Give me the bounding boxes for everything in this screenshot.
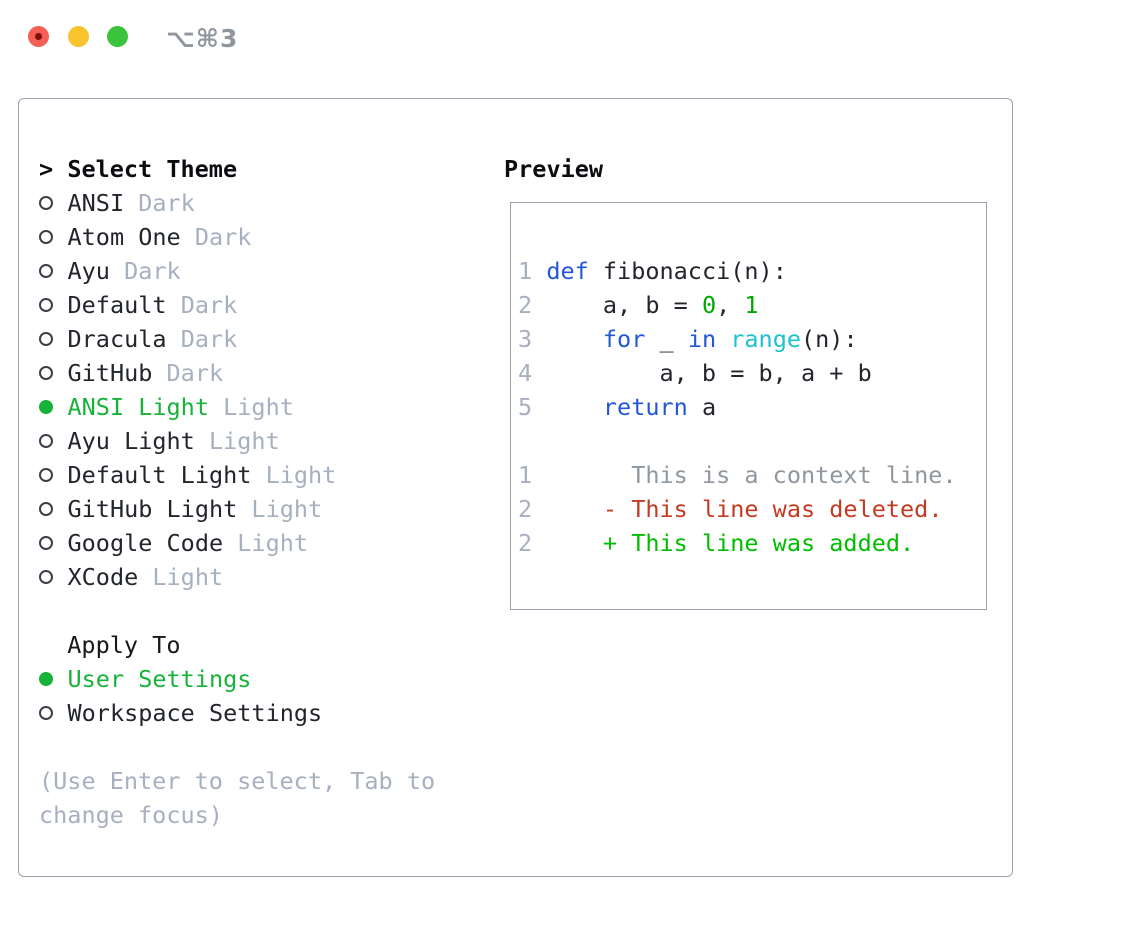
theme-option-name: Atom One xyxy=(67,223,181,251)
theme-option[interactable]: XCode Light xyxy=(39,560,489,594)
radio-icon xyxy=(39,230,53,244)
theme-option[interactable]: Ayu Light Light xyxy=(39,424,489,458)
theme-option-variant: Dark xyxy=(180,325,238,353)
theme-option-variant: Light xyxy=(208,427,280,455)
spacer xyxy=(39,594,489,628)
preview-title: Preview xyxy=(504,155,604,183)
unsaved-dot-icon xyxy=(35,33,42,40)
preview-line xyxy=(518,424,980,458)
radio-icon xyxy=(39,502,53,516)
theme-option[interactable]: Default Light Light xyxy=(39,458,489,492)
radio-icon xyxy=(39,196,53,210)
radio-icon xyxy=(39,264,53,278)
theme-option-name: ANSI xyxy=(67,189,125,217)
theme-option[interactable]: Default Dark xyxy=(39,288,489,322)
preview-line: 5 return a xyxy=(518,393,717,421)
preview-line: 1 def fibonacci(n): xyxy=(518,257,787,285)
code-preview: 1 def fibonacci(n): 2 a, b = 0, 1 3 for _ … xyxy=(511,203,986,560)
preview-line: 2 - This line was deleted. xyxy=(518,495,943,523)
close-button[interactable] xyxy=(28,26,49,47)
theme-option-variant: Dark xyxy=(166,359,224,387)
theme-option-name: Default xyxy=(67,291,167,319)
theme-option[interactable]: Google Code Light xyxy=(39,526,489,560)
spacer xyxy=(39,730,489,764)
radio-icon xyxy=(39,672,53,686)
radio-icon xyxy=(39,298,53,312)
theme-option-variant: Light xyxy=(223,393,294,421)
minimize-button[interactable] xyxy=(68,26,89,47)
preview-line: 3 for _ in range(n): xyxy=(518,325,858,353)
preview-line: 2 a, b = 0, 1 xyxy=(518,291,759,319)
theme-option[interactable]: Atom One Dark xyxy=(39,220,489,254)
radio-icon xyxy=(39,400,53,414)
titlebar: ⌥⌘3 xyxy=(0,0,1140,74)
prompt-icon: > xyxy=(39,155,54,183)
apply-to-header: Apply To xyxy=(67,631,181,659)
hint-text-line1: (Use Enter to select, Tab to xyxy=(39,767,436,795)
zoom-button[interactable] xyxy=(107,26,128,47)
theme-option-variant: Light xyxy=(152,563,224,591)
theme-option[interactable]: GitHub Dark xyxy=(39,356,489,390)
preview-box: 1 def fibonacci(n): 2 a, b = 0, 1 3 for _ … xyxy=(510,202,987,610)
radio-icon xyxy=(39,332,53,346)
theme-option[interactable]: ANSI Light Light xyxy=(39,390,489,424)
apply-option-label: Workspace Settings xyxy=(67,699,323,727)
theme-option-variant: Dark xyxy=(138,189,195,217)
radio-icon xyxy=(39,536,53,550)
apply-option[interactable]: User Settings xyxy=(39,662,489,696)
theme-option[interactable]: ANSI Dark xyxy=(39,186,489,220)
theme-option-name: GitHub Light xyxy=(67,495,238,523)
theme-option-variant: Light xyxy=(265,461,337,489)
theme-option-variant: Dark xyxy=(124,257,181,285)
apply-option-label: User Settings xyxy=(67,665,252,693)
radio-icon xyxy=(39,434,53,448)
theme-option-name: Ayu Light xyxy=(67,427,195,455)
radio-icon xyxy=(39,570,53,584)
preview-line: 1 This is a context line. xyxy=(518,461,957,489)
preview-line: 4 a, b = b, a + b xyxy=(518,359,872,387)
hint-text-line2: change focus) xyxy=(39,801,223,829)
theme-option-variant: Light xyxy=(237,529,309,557)
theme-option[interactable]: Ayu Dark xyxy=(39,254,489,288)
theme-option-name: GitHub xyxy=(67,359,153,387)
theme-option[interactable]: Dracula Dark xyxy=(39,322,489,356)
select-theme-header: > Select Theme xyxy=(39,155,238,183)
apply-option[interactable]: Workspace Settings xyxy=(39,696,489,730)
theme-option[interactable]: GitHub Light Light xyxy=(39,492,489,526)
theme-option-name: Ayu xyxy=(67,257,110,285)
radio-icon xyxy=(39,706,53,720)
theme-option-name: ANSI Light xyxy=(67,393,209,421)
theme-option-name: XCode xyxy=(67,563,139,591)
theme-option-name: Google Code xyxy=(67,529,224,557)
window-title: ⌥⌘3 xyxy=(166,24,239,53)
theme-option-name: Dracula xyxy=(67,325,167,353)
theme-option-variant: Light xyxy=(251,495,323,523)
theme-option-name: Default Light xyxy=(67,461,252,489)
theme-option-variant: Dark xyxy=(180,291,238,319)
preview-line: 2 + This line was added. xyxy=(518,529,915,557)
radio-icon xyxy=(39,366,53,380)
theme-option-variant: Dark xyxy=(194,223,252,251)
radio-icon xyxy=(39,468,53,482)
